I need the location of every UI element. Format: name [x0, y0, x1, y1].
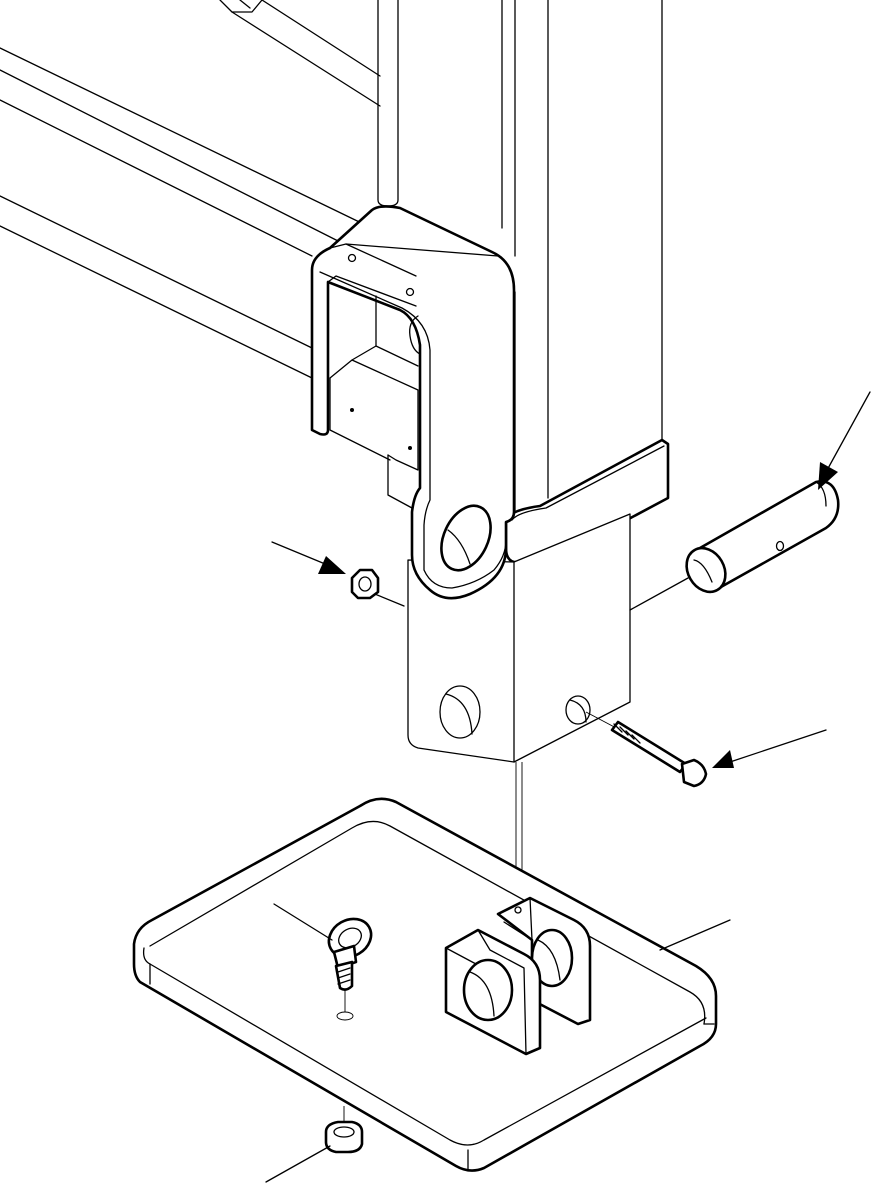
- base-plate: [132, 797, 718, 1172]
- lock-nut: [350, 568, 405, 607]
- pivot-pin: [685, 480, 840, 594]
- eyebolt-leader: [273, 903, 333, 941]
- frame-beams: [0, 0, 399, 379]
- pin-leader: [818, 391, 871, 490]
- lifting-eye-bolt: [327, 917, 373, 1021]
- clevis-lugs: [444, 896, 592, 1056]
- plate-leader: [659, 919, 731, 951]
- mounting-bracket: [310, 205, 516, 600]
- bolt-leader: [712, 729, 827, 768]
- bolt: [585, 711, 708, 788]
- bottom-nut: [324, 1106, 364, 1154]
- bottom-nut-leader: [265, 1145, 331, 1183]
- nut-leader: [271, 541, 346, 574]
